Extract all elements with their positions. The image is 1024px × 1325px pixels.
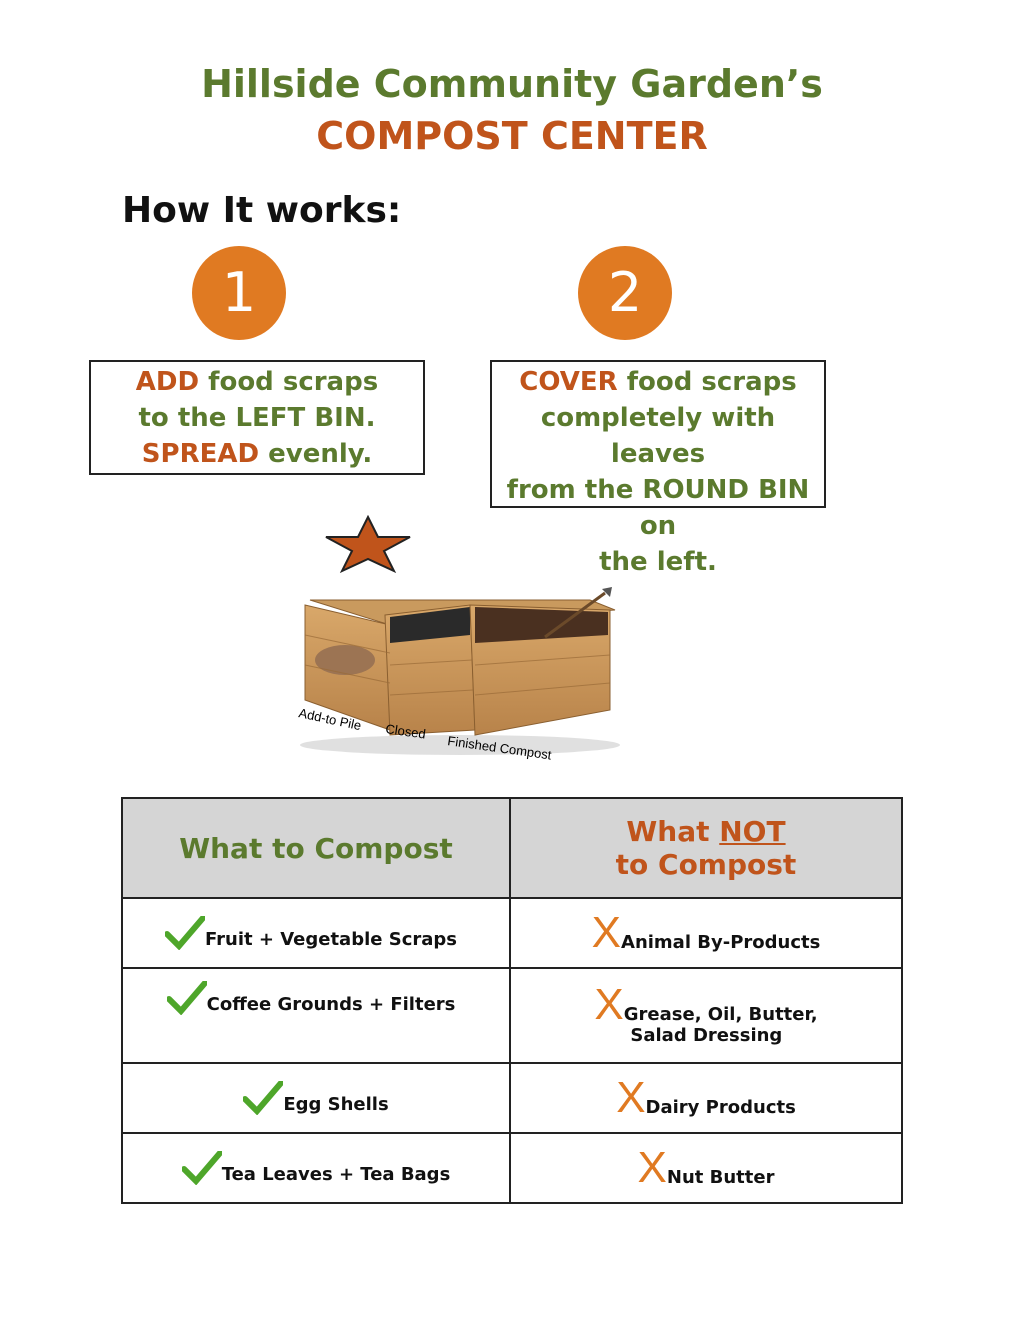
table-row: Coffee Grounds + Filters XGrease, Oil, B… bbox=[121, 967, 903, 1064]
compost-yes-cell: Fruit + Vegetable Scraps bbox=[121, 897, 511, 969]
step-1-text: food scraps bbox=[199, 367, 379, 397]
table-row: Egg Shells XDairy Products bbox=[121, 1062, 903, 1134]
title-line-2: COMPOST CENTER bbox=[316, 114, 708, 158]
star-icon bbox=[325, 515, 411, 573]
compost-yes-cell: Tea Leaves + Tea Bags bbox=[121, 1132, 511, 1204]
step-1-verb-spread: SPREAD bbox=[141, 439, 260, 469]
table-header-row: What to Compost What NOT to Compost bbox=[121, 797, 903, 899]
compost-yes-cell: Egg Shells bbox=[121, 1062, 511, 1134]
step-1-verb-add: ADD bbox=[135, 367, 200, 397]
header-not-prefix: What bbox=[626, 815, 720, 848]
step-2-text: completely with leaves bbox=[540, 403, 776, 469]
title-line-1: Hillside Community Garden’s bbox=[201, 62, 823, 106]
compost-yes-cell: Coffee Grounds + Filters bbox=[121, 967, 511, 1064]
compost-yes-item: Egg Shells bbox=[283, 1094, 389, 1115]
compost-no-cell: XDairy Products bbox=[509, 1062, 903, 1134]
checkmark-icon bbox=[166, 981, 207, 1015]
compost-no-item: Nut Butter bbox=[666, 1167, 775, 1188]
header-not-line-1: What NOT bbox=[511, 815, 901, 848]
compost-bins-illustration: Add-to Pile Closed Finished Compost bbox=[297, 587, 620, 763]
step-2-line-4: the left. bbox=[492, 544, 824, 580]
step-2-text: the left. bbox=[599, 547, 717, 577]
x-mark-icon: X bbox=[637, 1143, 667, 1192]
x-mark-icon: X bbox=[591, 908, 622, 957]
compost-no-item: Animal By-Products bbox=[621, 932, 821, 953]
step-2-line-2: completely with leaves bbox=[492, 400, 824, 472]
x-mark-icon: X bbox=[616, 1073, 646, 1122]
step-1-text: evenly. bbox=[259, 439, 373, 469]
step-2-text: from the ROUND BIN on bbox=[506, 475, 810, 541]
step-1-line-2: to the LEFT BIN. bbox=[91, 400, 423, 436]
how-it-works-heading: How It works: bbox=[122, 190, 402, 231]
header-what-not-to-compost: What NOT to Compost bbox=[509, 797, 903, 899]
step-1-text: to the LEFT BIN. bbox=[138, 403, 376, 433]
step-2-badge: 2 bbox=[578, 246, 672, 340]
step-1-badge: 1 bbox=[192, 246, 286, 340]
step-1-line-1: ADD food scraps bbox=[91, 364, 423, 400]
table-row: Fruit + Vegetable Scraps XAnimal By-Prod… bbox=[121, 897, 903, 969]
compost-yes-item: Tea Leaves + Tea Bags bbox=[221, 1164, 451, 1185]
compost-no-cell: XGrease, Oil, Butter,Salad Dressing bbox=[509, 967, 903, 1064]
checkmark-icon bbox=[243, 1081, 284, 1115]
header-not-line-2: to Compost bbox=[615, 848, 797, 881]
checkmark-icon bbox=[181, 1151, 222, 1185]
step-2-box: COVER food scraps completely with leaves… bbox=[490, 360, 826, 577]
x-mark-icon: X bbox=[594, 980, 624, 1029]
compost-yes-item: Fruit + Vegetable Scraps bbox=[204, 929, 457, 950]
step-2-line-1: COVER food scraps bbox=[492, 364, 824, 400]
compost-table: What to Compost What NOT to Compost Frui… bbox=[121, 797, 903, 1204]
compost-no-item: Dairy Products bbox=[645, 1097, 796, 1118]
compost-no-item: Grease, Oil, Butter, bbox=[623, 1004, 818, 1025]
header-what-to-compost: What to Compost bbox=[121, 797, 511, 899]
header-not-underlined: NOT bbox=[719, 815, 786, 848]
step-2-text: food scraps bbox=[617, 367, 797, 397]
compost-no-cell: XNut Butter bbox=[509, 1132, 903, 1204]
compost-no-item-line-2: Salad Dressing bbox=[630, 1025, 783, 1046]
checkmark-icon bbox=[164, 916, 205, 950]
compost-yes-item: Coffee Grounds + Filters bbox=[206, 994, 456, 1015]
step-2-line-3: from the ROUND BIN on bbox=[492, 472, 824, 544]
step-2-verb-cover: COVER bbox=[519, 367, 618, 397]
compost-no-cell: XAnimal By-Products bbox=[509, 897, 903, 969]
bin-label-closed: Closed bbox=[385, 721, 427, 741]
step-1-box: ADD food scraps to the LEFT BIN. SPREAD … bbox=[89, 360, 425, 475]
step-1-line-3: SPREAD evenly. bbox=[91, 436, 423, 472]
table-row: Tea Leaves + Tea Bags XNut Butter bbox=[121, 1132, 903, 1204]
